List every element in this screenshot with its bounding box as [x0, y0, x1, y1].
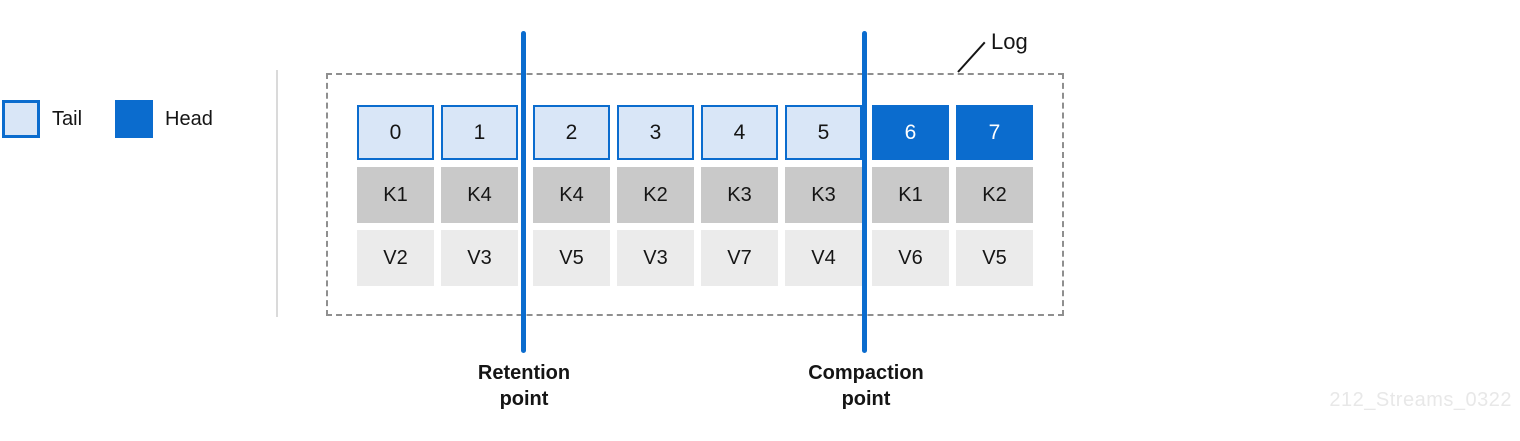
log-boundary-box — [326, 73, 1064, 316]
key-cell-6: K1 — [872, 167, 949, 223]
key-cell-2: K4 — [533, 167, 610, 223]
compaction-point-line — [862, 31, 867, 353]
offset-cell-6: 6 — [872, 105, 949, 160]
log-callout-line — [957, 41, 986, 73]
legend-item-tail: Tail — [2, 100, 82, 138]
offset-cell-3: 3 — [617, 105, 694, 160]
log-callout-label: Log — [991, 29, 1028, 54]
tail-swatch-icon — [2, 100, 40, 138]
compaction-point-label-line1: Compaction — [808, 362, 924, 384]
head-legend-label: Head — [165, 107, 213, 130]
tail-legend-label: Tail — [52, 107, 83, 130]
value-cell-2: V5 — [533, 230, 610, 286]
watermark: 212_Streams_0322 — [1329, 389, 1512, 411]
offset-cell-0: 0 — [357, 105, 434, 160]
offset-cell-5: 5 — [785, 105, 862, 160]
compaction-point-label-line2: point — [841, 388, 891, 410]
retention-point-line — [521, 31, 526, 353]
offset-cell-7: 7 — [956, 105, 1033, 160]
value-cell-0: V2 — [357, 230, 434, 286]
retention-point-label-line1: Retention — [477, 362, 571, 384]
retention-point-label-line2: point — [499, 388, 549, 410]
value-cell-4: V7 — [701, 230, 778, 286]
key-cell-1: K4 — [441, 167, 518, 223]
offset-cell-2: 2 — [533, 105, 610, 160]
value-cell-6: V6 — [872, 230, 949, 286]
key-cell-4: K3 — [701, 167, 778, 223]
offset-cell-4: 4 — [701, 105, 778, 160]
head-swatch-icon — [115, 100, 154, 138]
key-cell-3: K2 — [617, 167, 694, 223]
value-cell-3: V3 — [617, 230, 694, 286]
retention-point-label: Retention point — [478, 360, 570, 412]
section-divider — [276, 70, 278, 317]
value-cell-7: V5 — [956, 230, 1033, 286]
legend: Tail Head — [2, 100, 213, 138]
value-cell-1: V3 — [441, 230, 518, 286]
legend-item-head: Head — [115, 100, 213, 138]
key-cell-0: K1 — [357, 167, 434, 223]
compaction-point-label: Compaction point — [808, 360, 924, 412]
value-cell-5: V4 — [785, 230, 862, 286]
offset-cell-1: 1 — [441, 105, 518, 160]
key-cell-5: K3 — [785, 167, 862, 223]
key-cell-7: K2 — [956, 167, 1033, 223]
